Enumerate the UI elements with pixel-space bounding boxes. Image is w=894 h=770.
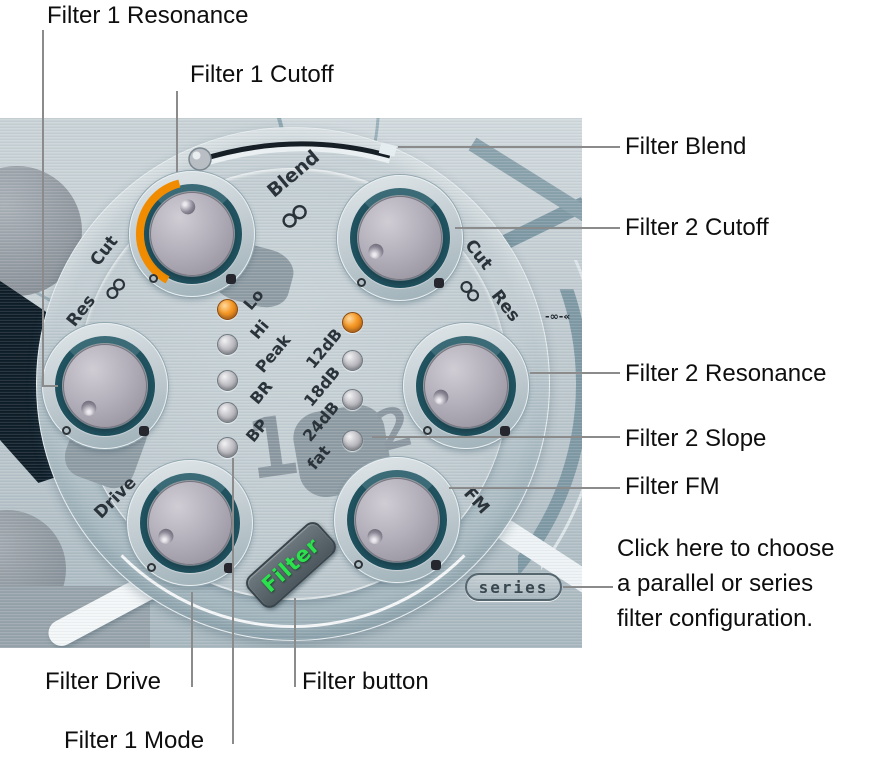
knob-filter1-resonance[interactable]: [42, 323, 168, 449]
knob-face: [63, 344, 147, 428]
knob-ring: [140, 473, 240, 573]
callout-filter1-resonance: Filter 1 Resonance: [47, 2, 249, 29]
min-marker-icon: [354, 560, 363, 569]
min-marker-icon: [423, 426, 432, 435]
callout-filter-drive: Filter Drive: [45, 668, 162, 695]
max-marker-icon: [226, 274, 236, 284]
max-marker-icon: [139, 426, 149, 436]
callout-filter-fm: Filter FM: [625, 473, 720, 500]
filter2-slope-led-24db[interactable]: [342, 389, 363, 410]
knob-face: [150, 192, 234, 276]
filter2-slope-led-18db[interactable]: [342, 350, 363, 371]
callout-line-filter-blend: [398, 146, 620, 148]
callout-line-filter1-resonance: [42, 30, 58, 387]
blend-handle-highlight: [192, 151, 201, 160]
series-button-label: series: [478, 577, 549, 597]
callout-filter1-cutoff: Filter 1 Cutoff: [190, 61, 334, 88]
knob-filter1-cutoff[interactable]: [129, 171, 255, 297]
blend-end-notch: [378, 142, 397, 157]
callout-line-filter-button: [294, 598, 296, 687]
knob-ring: [416, 336, 516, 436]
callout-line-filter2-cutoff: [455, 227, 620, 229]
max-marker-icon: [224, 563, 234, 573]
knob-filter-fm[interactable]: [334, 457, 460, 583]
min-marker-icon: [149, 274, 158, 283]
chain-icon: [460, 280, 480, 302]
chain-icon: [282, 204, 307, 228]
max-marker-icon: [500, 426, 510, 436]
blend-handle-ball: [188, 147, 212, 171]
filter1-mode-led-hi[interactable]: [217, 334, 238, 355]
knob-indicator-dot: [179, 198, 197, 216]
knob-ring: [55, 336, 155, 436]
series-note-line2: a parallel or series: [617, 570, 814, 597]
filter1-mode-led-lo[interactable]: [217, 299, 238, 320]
filter2-slope-led-12db[interactable]: [342, 312, 363, 333]
callout-filter-button: Filter button: [302, 668, 429, 695]
callout-filter-blend: Filter Blend: [625, 133, 747, 160]
max-marker-icon: [434, 278, 444, 288]
series-parallel-button[interactable]: series: [465, 573, 562, 601]
callout-line-filter1-mode: [232, 458, 234, 744]
knob-indicator-dot: [365, 241, 387, 262]
knob-face: [358, 196, 442, 280]
fm-chain-edge-marker: -∞-«: [545, 310, 571, 323]
chain-icon: [106, 278, 126, 300]
knob-ring: [347, 470, 447, 570]
knob-filter2-cutoff[interactable]: [337, 175, 463, 301]
knob-ring: [350, 188, 450, 288]
callout-filter2-cutoff: Filter 2 Cutoff: [625, 214, 769, 241]
knob-indicator-dot: [430, 387, 451, 408]
min-marker-icon: [357, 278, 366, 287]
series-note-line3: filter configuration.: [617, 605, 814, 632]
plate-bottom-highlight: [49, 140, 537, 628]
callout-line-filter-fm: [449, 487, 620, 489]
filter1-mode-led-br[interactable]: [217, 402, 238, 423]
callout-line-filter2-slope: [372, 436, 620, 438]
knob-indicator-dot: [78, 397, 100, 419]
callout-filter1-mode: Filter 1 Mode: [64, 727, 205, 754]
filter1-mode-led-bp[interactable]: [217, 437, 238, 458]
filter-blend-slider[interactable]: [160, 126, 420, 182]
callout-line-filter-drive: [191, 592, 193, 687]
callout-filter2-resonance: Filter 2 Resonance: [625, 360, 827, 387]
min-marker-icon: [62, 426, 71, 435]
knob-filter-drive[interactable]: [127, 460, 253, 586]
max-marker-icon: [431, 560, 441, 570]
callout-line-filter1-cutoff: [176, 91, 178, 172]
decor-routing-band-b: [468, 137, 582, 224]
es2-filter-section: 1 2 Blend: [0, 118, 582, 648]
callout-filter2-slope: Filter 2 Slope: [625, 425, 767, 452]
knob-face: [424, 344, 508, 428]
knob-face: [355, 478, 439, 562]
callout-line-series-note: [563, 586, 613, 588]
knob-filter2-resonance[interactable]: [403, 323, 529, 449]
callout-series-note: Click here to choose a parallel or serie…: [617, 531, 834, 636]
filter2-slope-led-fat[interactable]: [342, 430, 363, 451]
knob-indicator-dot: [364, 526, 386, 548]
knob-indicator-dot: [155, 526, 177, 547]
callout-line-filter2-resonance: [530, 372, 620, 374]
series-note-line1: Click here to choose: [617, 535, 835, 562]
filter1-mode-led-peak[interactable]: [217, 370, 238, 391]
min-marker-icon: [147, 563, 156, 572]
knob-face: [148, 481, 232, 565]
